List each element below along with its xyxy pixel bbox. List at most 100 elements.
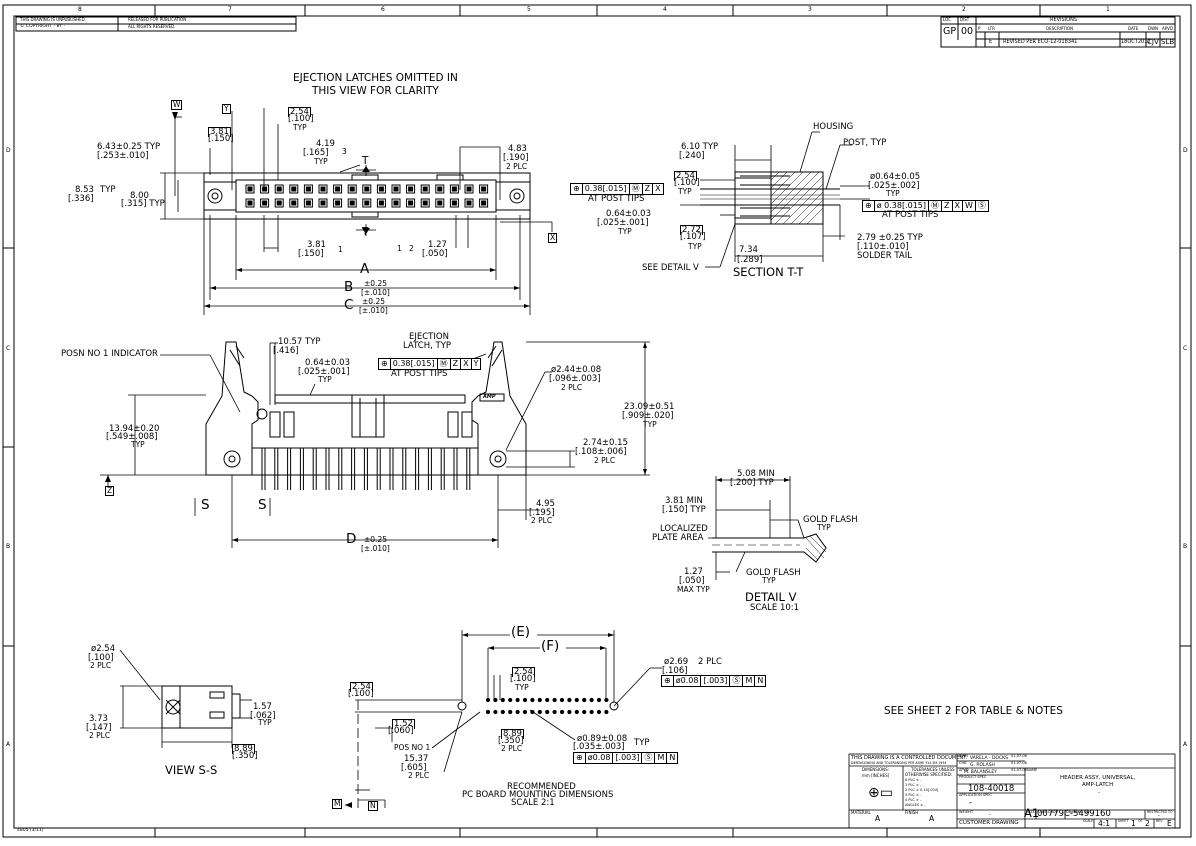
rev-hdr-desc: DESCRIPTION [1046, 26, 1074, 31]
see-detail-v: SEE DETAIL V [642, 263, 699, 273]
pin-top-row1-core [291, 186, 297, 192]
tol-line-5: ANGLES ± - [905, 803, 926, 807]
dim-typ-064-sect: TYP [618, 227, 632, 236]
fcf-sym: ⊕ [662, 676, 674, 686]
dia-025: [.025±.002] [868, 181, 920, 191]
gold-flash-2-typ: TYP [762, 576, 776, 585]
rev-value: E [1167, 819, 1172, 828]
pin-top-row1 [464, 184, 474, 194]
fcf-sym: ⊕ [379, 359, 391, 369]
pin-top-row2-core [378, 200, 384, 206]
rev-loc-label: LOC [943, 17, 952, 22]
pcb-hole-row2 [493, 709, 498, 715]
fcf-tol: ø0.08 [674, 676, 702, 686]
tol-line-2: 2 PLC ± 0.10[.004] [905, 788, 939, 792]
dwg-no-value: C-5499160 [1064, 809, 1111, 819]
chk-name: G. ROLASH [970, 763, 995, 768]
pcb-hole-row2 [596, 709, 602, 715]
zone-row-c-left: C [6, 345, 11, 352]
posn-1-indicator: POSN NO 1 INDICATOR [61, 349, 158, 359]
dim-typ-2309: TYP [643, 420, 657, 429]
dim-typ-419: TYP [314, 157, 328, 166]
dim-200: [.200] TYP [730, 478, 774, 488]
pin-top-row2-core [335, 200, 341, 206]
pin-top-row2-core [320, 200, 326, 206]
pin-top-row1 [245, 184, 255, 194]
apvd-name: M. BALANSLEY [964, 770, 997, 775]
pin-top-row1-core [320, 186, 326, 192]
fcf-datum-3: Y [473, 359, 479, 368]
dim-13-94: 13.94±0.20 [109, 424, 160, 434]
dim-d: D [346, 531, 357, 547]
pin-top-row1 [479, 184, 489, 194]
fcf-datum-2: N [669, 753, 676, 762]
zone-row-a-left: A [6, 741, 11, 748]
fcf-mod-2: Ⓢ [977, 201, 986, 210]
dim-110: [.110±.010] [857, 242, 909, 252]
flag-a-finish: A [929, 814, 935, 823]
fcf-datum-1: Z [643, 184, 654, 194]
dim-8-00: 8.00 [130, 191, 149, 201]
see-sheet-note: SEE SHEET 2 FOR TABLE & NOTES [884, 705, 1063, 717]
datum-y: Y [222, 104, 231, 114]
pcb-hole-row1 [582, 697, 587, 703]
dwn-label: DWN [959, 754, 968, 758]
section-s-left: S [201, 497, 210, 513]
dia-2-54: ø2.54 [91, 644, 116, 654]
pin-top-row1-core [437, 186, 443, 192]
dim-10-57: 10.57 TYP [278, 337, 321, 347]
chk-date: 01-07-06 [1011, 761, 1027, 765]
pin-top-row1 [406, 184, 416, 194]
rev-row-date: 18OCT2012 [1121, 39, 1151, 45]
dim-max-typ: MAX TYP [677, 585, 710, 594]
pin-top-row2 [406, 198, 416, 208]
zone-col-7: 7 [228, 6, 232, 13]
dia-100: [.100] [88, 653, 114, 663]
dim-2plc-483: 2 PLC [506, 162, 528, 171]
sheet-value: 1 [1131, 819, 1136, 828]
dim-315: [.315] TYP [121, 199, 165, 209]
tol-unless: TOLERANCES UNLESS [911, 767, 955, 772]
section-hatch [770, 171, 824, 225]
pin-top-row1-core [305, 186, 311, 192]
fcf-tol: 0.38[.015] [391, 359, 438, 369]
pin-top-row1 [376, 184, 386, 194]
rev-row-apvd: SLB [1161, 38, 1175, 46]
dim-549: [.549±.008] [106, 432, 158, 442]
dim-253: [.253±.010] [97, 151, 149, 161]
pin-top-row2 [479, 198, 489, 208]
fcf-front: ⊕ 0.38[.015] Ⓜ Z X Y [378, 358, 482, 370]
tol-line-0: 0 PLC ± - [905, 778, 922, 782]
flag-1-a: 1 [338, 245, 343, 254]
top-view-pins [245, 184, 489, 208]
fcf-datum-1: Z [942, 201, 953, 211]
flag-2: 2 [409, 244, 414, 253]
solder-tail-label: SOLDER TAIL [857, 251, 912, 261]
dim-3-81-bottom: 3.81 [307, 240, 326, 250]
pin-top-row2 [333, 198, 343, 208]
dim-e: (E) [511, 624, 531, 640]
sheet-label: SHEET [1118, 819, 1129, 823]
pcb-hole-row2 [582, 709, 587, 715]
zone-col-8: 8 [78, 6, 82, 13]
dim-3-81-detail: 3.81 MIN [665, 496, 703, 506]
revisions-title: REVISIONS [1050, 17, 1078, 23]
at-post-tips-left: AT POST TIPS [588, 194, 645, 204]
pcb-hole-row1 [522, 697, 528, 703]
datum-x: X [548, 233, 558, 243]
dim-100-pcb-b: [.100] [510, 674, 536, 684]
dim-2-72: 2.72 [680, 225, 703, 235]
dim-2-54-pcb-b: 2.54 [512, 667, 535, 677]
tol-line-3: 3 PLC ± - [905, 793, 922, 797]
dim-f: (F) [541, 638, 560, 654]
dim-025-front: [.025±.001] [298, 367, 350, 377]
pin-top-row2-core [451, 200, 457, 206]
section-s-right: S [258, 497, 267, 513]
dia-typ-064: TYP [886, 189, 900, 198]
zone-ticks [3, 5, 1191, 837]
fcf-datum-3: W [963, 201, 976, 211]
pcb-hole-row2 [589, 709, 594, 715]
pcb-hole-row1 [545, 697, 550, 703]
fcf-mod: Ⓜ [438, 359, 451, 369]
